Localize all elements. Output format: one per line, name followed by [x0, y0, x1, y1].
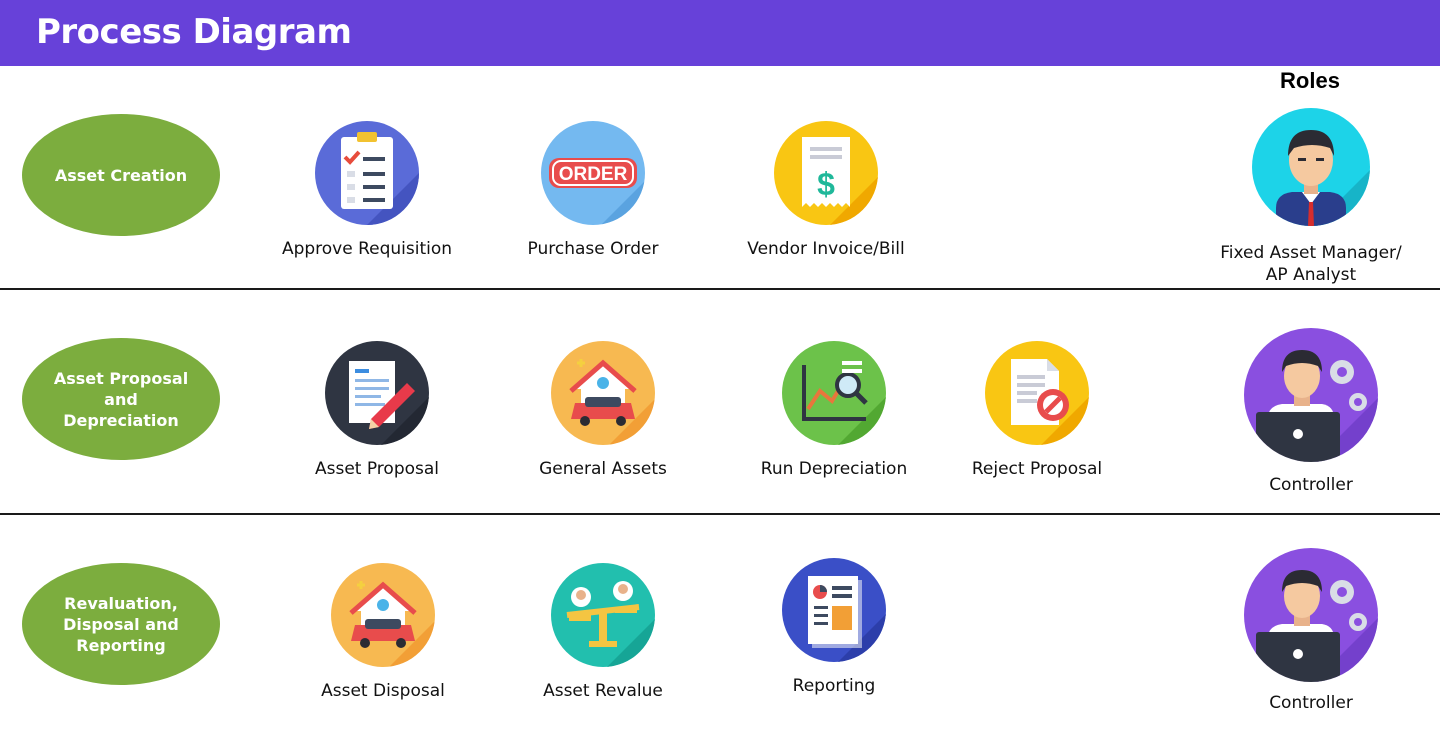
stage-revaluation-disposal-reporting: Revaluation, Disposal and Reporting — [22, 563, 220, 685]
controller-avatar-icon — [1244, 328, 1378, 462]
step-asset-disposal: Asset Disposal — [278, 563, 488, 701]
stage-asset-creation: Asset Creation — [22, 114, 220, 236]
roles-heading: Roles — [1280, 68, 1340, 93]
step-label: Asset Revalue — [543, 681, 663, 701]
house-car-icon — [331, 563, 435, 667]
step-label: Reporting — [792, 676, 876, 696]
role-label: Controller — [1269, 693, 1353, 713]
svg-text:$: $ — [817, 166, 835, 202]
step-label: Run Depreciation — [760, 459, 908, 479]
step-approve-requisition: Approve Requisition — [262, 121, 472, 259]
stage-asset-proposal-depreciation: Asset Proposal and Depreciation — [22, 338, 220, 460]
document-reject-icon — [985, 341, 1089, 445]
page-title: Process Diagram — [36, 12, 352, 52]
role-fixed-asset-manager: Fixed Asset Manager/ AP Analyst — [1201, 108, 1421, 286]
document-pen-icon — [325, 341, 429, 445]
order-stamp-text: ORDER — [559, 164, 628, 185]
step-label: Asset Proposal — [314, 459, 440, 479]
role-controller: Controller — [1201, 548, 1421, 714]
step-vendor-invoice: $ Vendor Invoice/Bill — [721, 121, 931, 259]
step-general-assets: General Assets — [498, 341, 708, 479]
step-asset-revalue: Asset Revalue — [498, 563, 708, 701]
order-stamp-icon: ORDER — [541, 121, 645, 225]
step-run-depreciation: Run Depreciation — [729, 341, 939, 479]
step-reject-proposal: Reject Proposal — [932, 341, 1142, 479]
clipboard-checklist-icon — [315, 121, 419, 225]
manager-avatar-icon — [1252, 108, 1370, 226]
row-divider — [0, 513, 1440, 515]
controller-avatar-icon — [1244, 548, 1378, 682]
step-label: Vendor Invoice/Bill — [747, 239, 905, 259]
role-label: Controller — [1269, 475, 1353, 495]
step-label: Asset Disposal — [321, 681, 445, 701]
step-reporting: Reporting — [729, 558, 939, 696]
step-label: General Assets — [539, 459, 667, 479]
step-purchase-order: ORDER Purchase Order — [488, 121, 698, 259]
header-bar: Process Diagram — [0, 0, 1440, 66]
row-divider — [0, 288, 1440, 290]
invoice-dollar-icon: $ — [774, 121, 878, 225]
role-controller: Controller — [1201, 328, 1421, 496]
chart-magnifier-icon — [782, 341, 886, 445]
report-document-icon — [782, 558, 886, 662]
balance-scale-icon — [551, 563, 655, 667]
role-label: Fixed Asset Manager/ AP Analyst — [1220, 243, 1402, 285]
step-asset-proposal: Asset Proposal — [272, 341, 482, 479]
step-label: Approve Requisition — [281, 239, 453, 259]
step-label: Reject Proposal — [971, 459, 1103, 479]
step-label: Purchase Order — [527, 239, 659, 259]
house-car-icon — [551, 341, 655, 445]
